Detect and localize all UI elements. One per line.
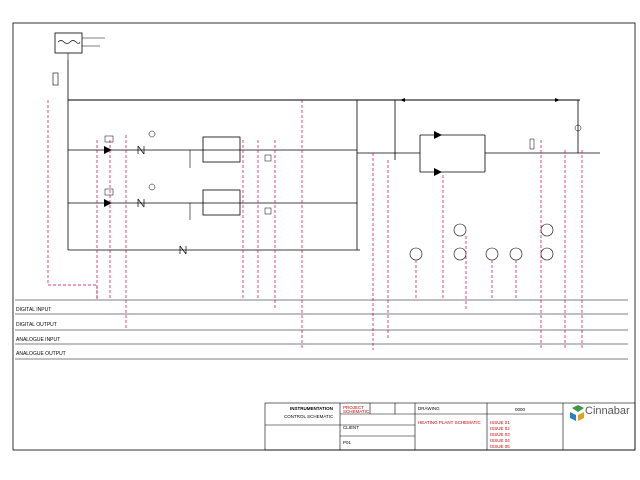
pump-1[interactable] bbox=[104, 135, 114, 154]
title-block-col1-line2: CONTROL SCHEMATIC bbox=[284, 414, 334, 419]
title-block-client-value: CLIENT bbox=[343, 425, 360, 430]
title-block-status-5: ISSUE 05 bbox=[490, 444, 510, 449]
boiler-2[interactable] bbox=[202, 189, 241, 216]
boiler-circuit-2 bbox=[68, 183, 357, 220]
brand-logo-mark bbox=[570, 405, 584, 421]
expansion-tank[interactable] bbox=[54, 32, 105, 60]
title-block-status-2: ISSUE 02 bbox=[490, 426, 510, 431]
pump-2[interactable] bbox=[104, 188, 114, 207]
title-block-title-value: HEATING PLANT SCHEMATIC bbox=[418, 420, 481, 425]
signal-wiring bbox=[47, 100, 583, 350]
title-block-project-label: PROJECT bbox=[343, 405, 365, 410]
main-header-pipe bbox=[68, 98, 580, 250]
bus-label-analogue-output: ANALOGUE OUTPUT bbox=[16, 351, 66, 357]
bus-label-digital-input: DIGITAL INPUT bbox=[16, 307, 52, 313]
bypass-check-valve bbox=[179, 245, 187, 255]
title-block-status-1: ISSUE 01 bbox=[490, 420, 510, 425]
room-sensors bbox=[409, 223, 554, 261]
bus-lines bbox=[15, 299, 628, 360]
title-block-status-4: ISSUE 04 bbox=[490, 438, 510, 443]
boiler-1[interactable] bbox=[202, 136, 241, 163]
bus-label-analogue-input: ANALOGUE INPUT bbox=[16, 337, 61, 343]
title-block-rev-value: P01 bbox=[343, 440, 352, 445]
secondary-pump-1[interactable] bbox=[434, 131, 442, 139]
sensor-box-1 bbox=[264, 154, 272, 162]
gauge-2 bbox=[148, 183, 156, 191]
title-block bbox=[264, 402, 636, 451]
title-block-drawing-label: DRAWING bbox=[418, 406, 440, 411]
drawing-frame bbox=[12, 22, 636, 451]
left-feed-pipe bbox=[52, 60, 360, 251]
boiler-circuit-1 bbox=[68, 130, 357, 168]
brand-name: Cinnabar bbox=[585, 405, 630, 417]
sensor-box-2 bbox=[264, 207, 272, 215]
check-valve-2 bbox=[137, 198, 145, 208]
check-valve-1 bbox=[137, 145, 145, 155]
title-block-drawing-value: SCHEMATIC bbox=[343, 409, 370, 414]
gauge-1 bbox=[148, 130, 156, 138]
bus-label-digital-output: DIGITAL OUTPUT bbox=[16, 322, 57, 328]
title-block-drawing-no: 0000 bbox=[515, 407, 526, 412]
secondary-pump-2[interactable] bbox=[434, 168, 442, 176]
flow-meter bbox=[529, 138, 535, 150]
title-block-col1-line1: INSTRUMENTATION bbox=[290, 406, 333, 411]
secondary-pump-set bbox=[357, 124, 600, 176]
title-block-status-3: ISSUE 03 bbox=[490, 432, 510, 437]
